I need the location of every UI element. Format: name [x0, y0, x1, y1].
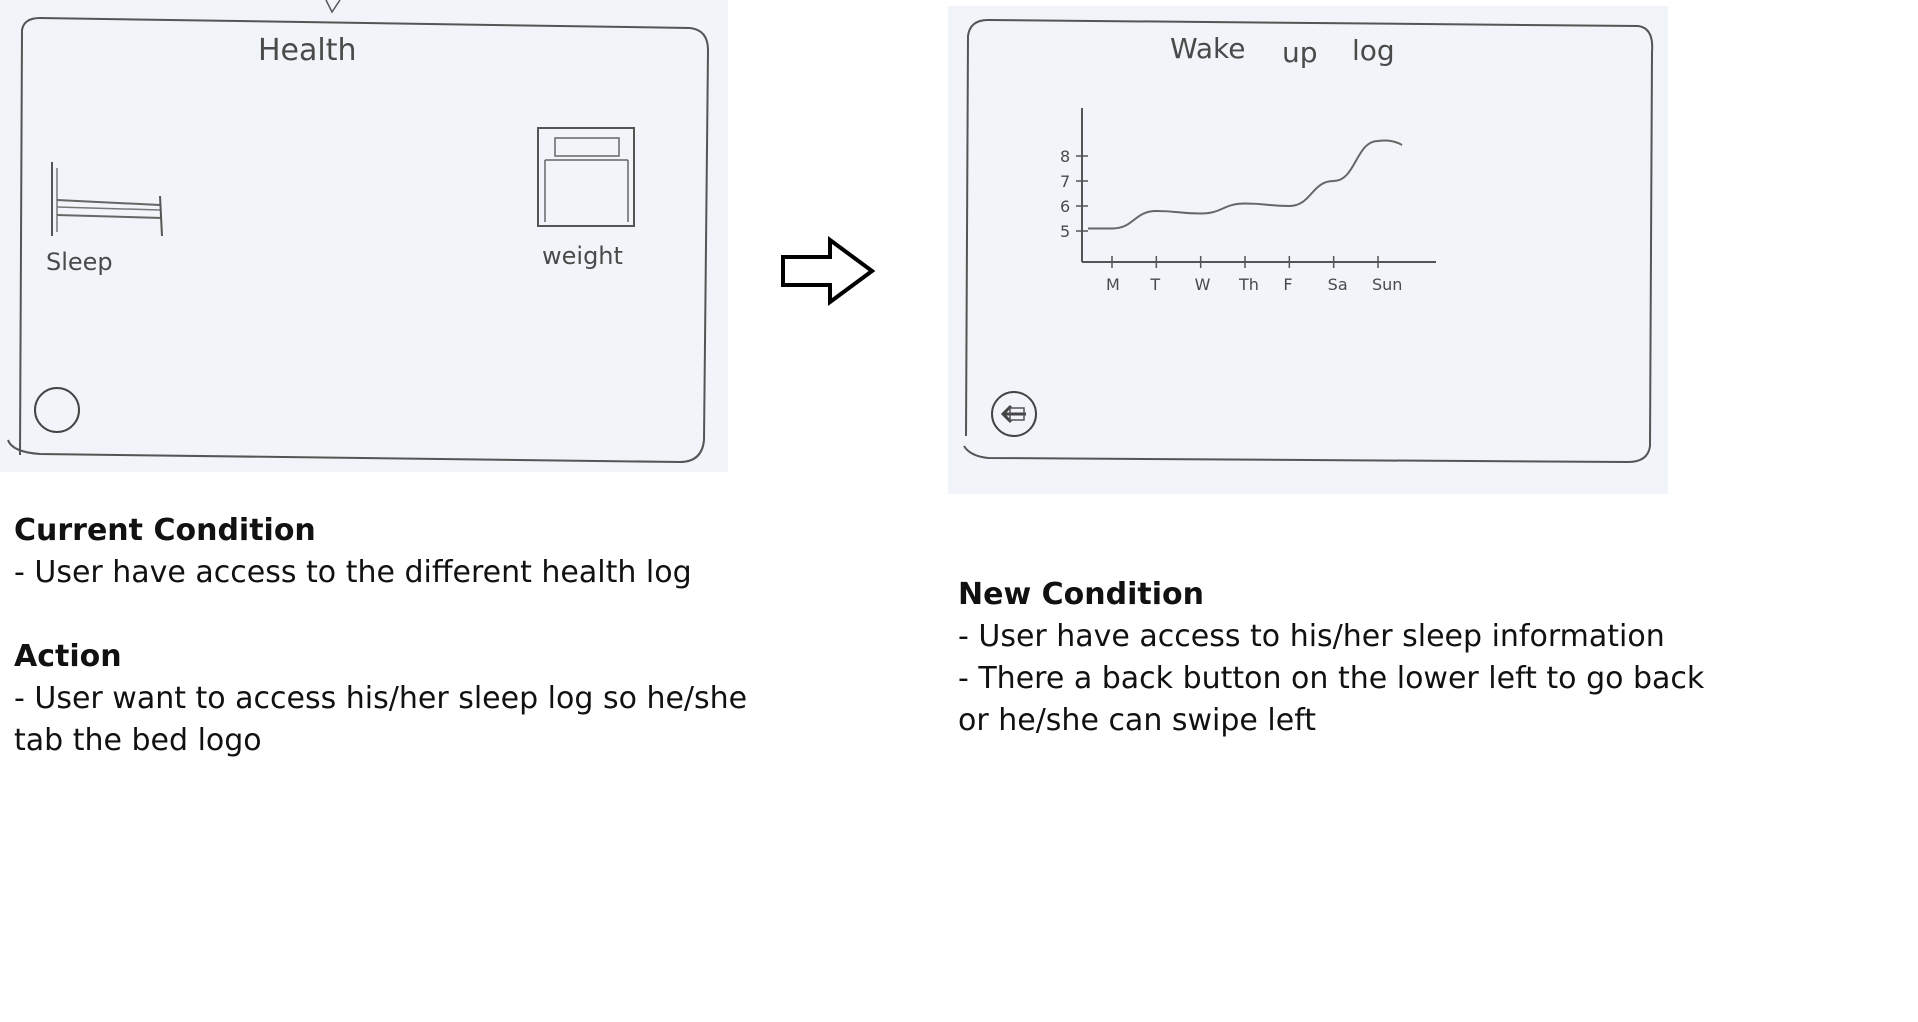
- x-tick-label: W: [1195, 275, 1211, 294]
- sleep-label: Sleep: [46, 248, 113, 276]
- health-sketch-drawing: Health Sleep weight: [7, 0, 710, 464]
- new-condition-line: - There a back button on the lower left …: [958, 661, 1705, 696]
- bed-icon[interactable]: [51, 162, 163, 237]
- action-line: tab the bed logo: [14, 723, 262, 758]
- wake-up-log-chart: 5 6 7 8M T W Th F Sa Sun: [1060, 108, 1436, 294]
- y-tick-label: 8: [1060, 147, 1070, 166]
- x-tick-label: T: [1149, 275, 1160, 294]
- new-condition-line: - User have access to his/her sleep info…: [958, 619, 1665, 654]
- health-sketch: Health Sleep weight: [0, 0, 728, 472]
- x-tick-label: M: [1106, 275, 1120, 294]
- wake-up-log-title-word-2: up: [1282, 36, 1318, 69]
- wake-up-log-title-word-3: log: [1352, 34, 1395, 67]
- current-condition-line: - User have access to the different heal…: [14, 555, 692, 590]
- y-tick-label: 6: [1060, 197, 1070, 216]
- right-arrow-icon: [781, 236, 876, 306]
- y-tick-label: 7: [1060, 172, 1070, 191]
- current-condition-block: Current Condition - User have access to …: [14, 510, 747, 762]
- home-button[interactable]: [34, 387, 80, 433]
- back-arrow-icon: [1000, 404, 1026, 424]
- x-tick-label: Sun: [1372, 275, 1402, 294]
- current-condition-heading: Current Condition: [14, 513, 316, 548]
- y-tick-label: 5: [1060, 222, 1070, 241]
- action-heading: Action: [14, 639, 122, 674]
- series-line: [1088, 139, 1403, 230]
- new-condition-block: New Condition - User have access to his/…: [958, 574, 1704, 742]
- action-line: - User want to access his/her sleep log …: [14, 681, 748, 716]
- x-tick-label: F: [1283, 275, 1292, 294]
- x-tick-label: Sa: [1328, 275, 1348, 294]
- new-condition-line: or he/she can swipe left: [958, 703, 1316, 738]
- wake-up-log-drawing: Wake up log 5 6 7 8M T W Th F Sa Sun: [963, 18, 1654, 464]
- back-button[interactable]: [991, 391, 1037, 437]
- scale-icon[interactable]: [537, 127, 635, 227]
- new-condition-heading: New Condition: [958, 577, 1204, 612]
- health-title: Health: [258, 33, 357, 68]
- wake-up-log-title-word-1: Wake: [1170, 32, 1246, 65]
- weight-label: weight: [542, 242, 623, 270]
- x-tick-label: Th: [1238, 275, 1259, 294]
